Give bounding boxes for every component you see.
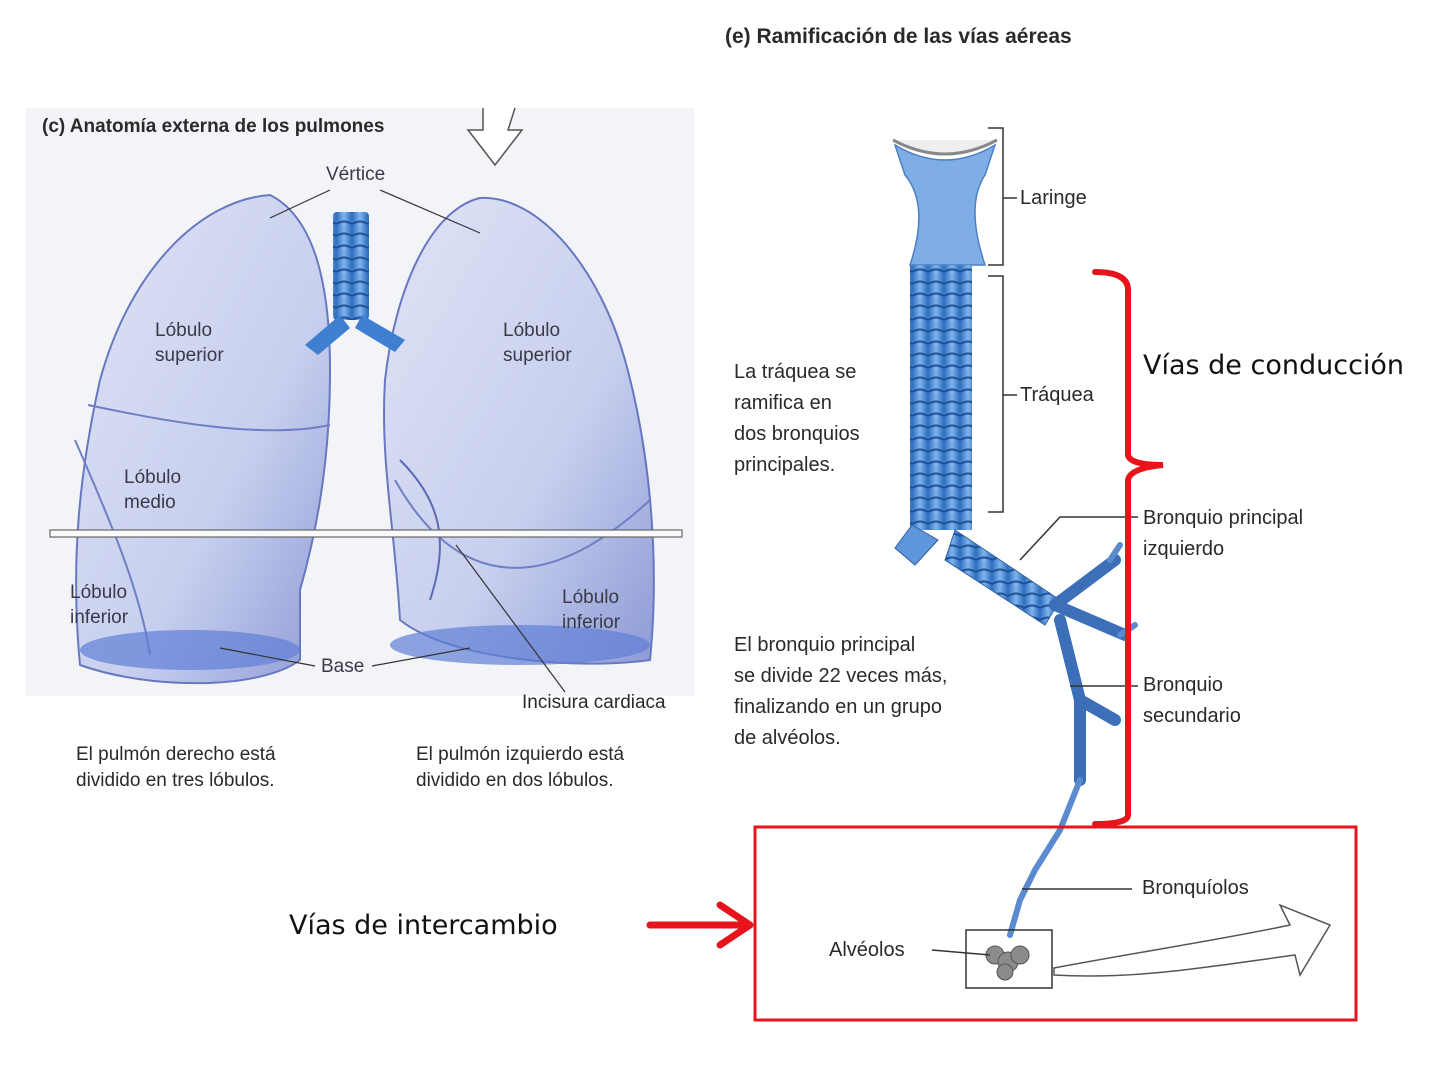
note-trachea-branching: La tráquea se ramifica en dos bronquios … xyxy=(734,361,860,476)
label-left-upper-lobe: Lóbulo superior xyxy=(503,320,572,366)
note-bronchus-division: El bronquio principal se divide 22 veces… xyxy=(734,634,948,749)
label-base: Base xyxy=(321,656,365,677)
label-larynx: Laringe xyxy=(1020,187,1087,209)
conduction-bracket xyxy=(1092,269,1164,827)
label-bronchioles: Bronquíolos xyxy=(1142,877,1249,899)
lungs-figure-title: (c) Anatomía externa de los pulmones xyxy=(42,116,385,137)
right-lung-shape xyxy=(75,193,332,685)
alveoli-cluster xyxy=(985,945,1030,981)
cardiac-notch-curve xyxy=(399,459,441,601)
label-trachea: Tráquea xyxy=(1020,384,1094,406)
right-main-bronchus xyxy=(894,524,939,566)
right-horizontal-fissure xyxy=(87,404,331,432)
trachea-shape xyxy=(910,265,972,530)
caption-right-lung: El pulmón derecho está dividido en tres … xyxy=(76,744,276,791)
alveoli-zoom-box xyxy=(965,929,1053,989)
label-left-lower-lobe: Lóbulo inferior xyxy=(562,587,621,633)
section-plane-bar xyxy=(49,529,683,538)
larynx-shape xyxy=(893,143,997,266)
label-apex: Vértice xyxy=(326,164,386,185)
exchange-box xyxy=(753,825,1358,1022)
right-oblique-fissure xyxy=(74,439,151,656)
label-left-main-bronchus: Bronquio principal izquierdo xyxy=(1143,507,1304,560)
label-right-middle-lobe: Lóbulo medio xyxy=(124,467,182,513)
annotation-exchange-airways: Vías de intercambio xyxy=(289,910,558,941)
exchange-arrow-icon xyxy=(646,901,754,949)
annotation-conduction-airways: Vías de conducción xyxy=(1143,350,1405,381)
left-oblique-fissure xyxy=(394,479,651,569)
label-alveoli: Alvéolos xyxy=(829,939,905,961)
label-right-lower-lobe: Lóbulo inferior xyxy=(70,582,129,628)
label-secondary-bronchus: Bronquio secundario xyxy=(1143,674,1241,727)
label-cardiac-notch: Incisura cardiaca xyxy=(522,692,666,713)
view-direction-arrow-icon xyxy=(466,107,524,167)
trachea-small xyxy=(333,212,369,320)
label-right-upper-lobe: Lóbulo superior xyxy=(155,320,224,366)
airways-figure-title: (e) Ramificación de las vías aéreas xyxy=(725,25,1072,48)
caption-left-lung: El pulmón izquierdo está dividido en dos… xyxy=(416,744,625,791)
alveoli-expand-arrow-icon xyxy=(1053,903,1332,977)
left-main-bronchus xyxy=(944,529,1061,626)
bronchial-tree xyxy=(1049,554,1131,786)
